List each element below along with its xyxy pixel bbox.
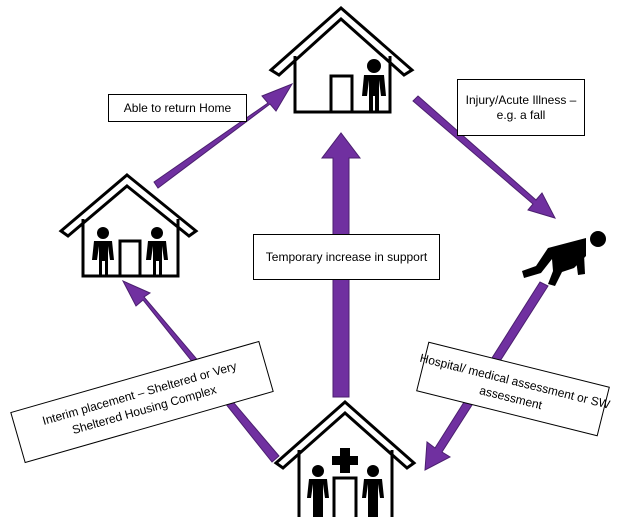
house-with-cross-and-two-people-icon	[273, 399, 417, 517]
arrow-home-to-fall	[412, 95, 556, 219]
label-injury-acute-illness: Injury/Acute Illness – e.g. a fall	[457, 79, 585, 136]
person-icon	[146, 227, 168, 276]
label-temporary-support: Temporary increase in support	[253, 234, 440, 280]
person-falling-icon	[522, 231, 606, 286]
house-with-two-people-icon	[58, 173, 199, 278]
person-icon	[362, 59, 386, 112]
house-with-person-icon	[268, 6, 415, 114]
label-hospital-assessment: Hospital/ medical assessment or SW asses…	[416, 341, 612, 437]
person-icon	[307, 465, 329, 517]
arrow-left-house-to-home	[153, 82, 294, 189]
label-return-home: Able to return Home	[108, 94, 247, 122]
label-interim-placement: Interim placement – Sheltered or Very Sh…	[10, 340, 274, 464]
person-icon	[92, 227, 114, 276]
person-icon	[362, 465, 384, 517]
medical-cross-icon	[332, 448, 358, 473]
